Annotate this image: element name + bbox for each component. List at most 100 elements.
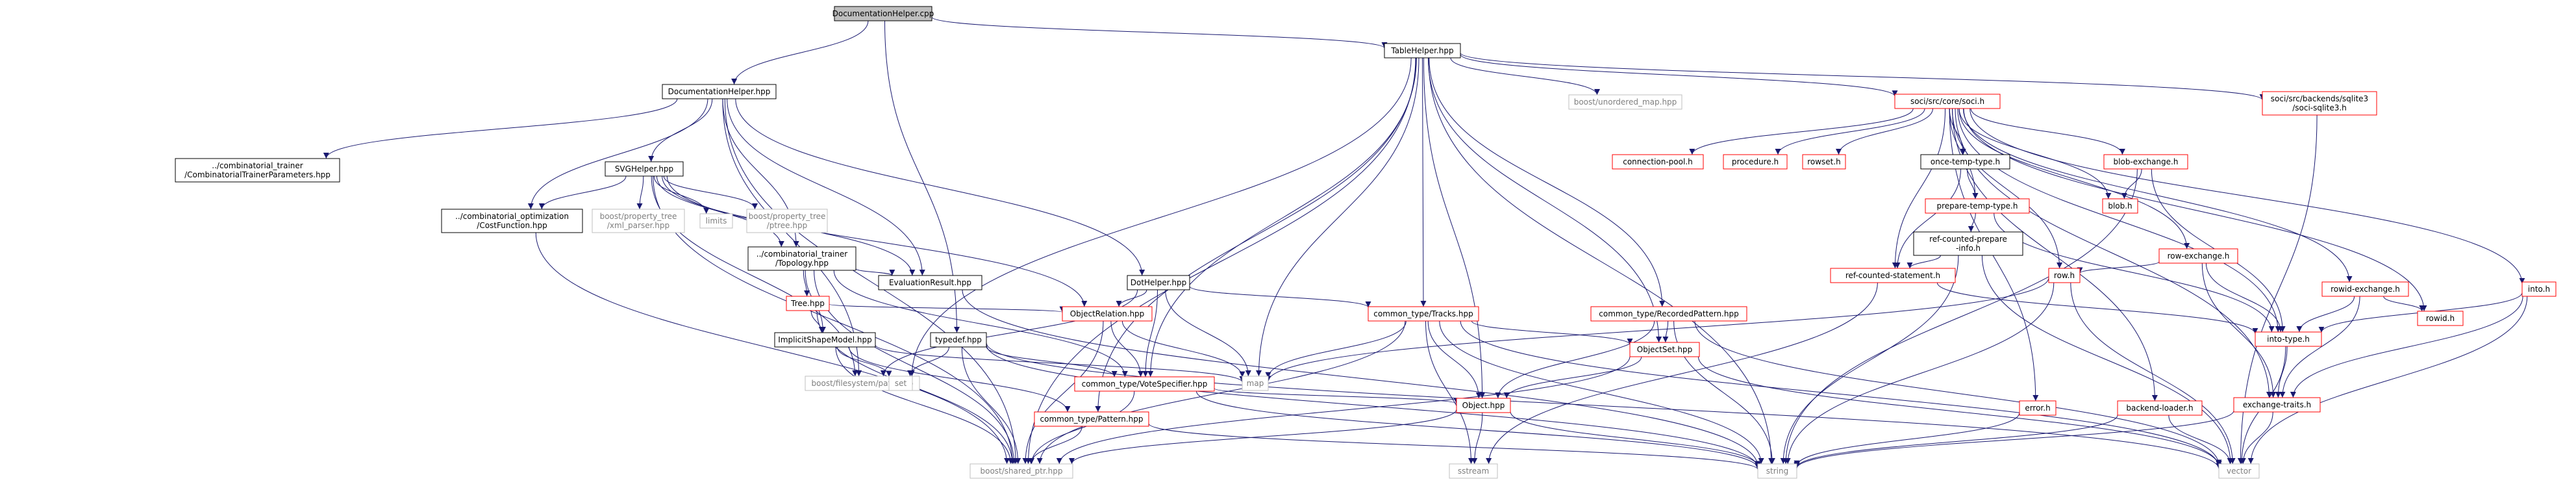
node-tracks[interactable]: common_type/Tracks.hpp bbox=[1368, 306, 1479, 322]
node-label: /Topology.hpp bbox=[775, 259, 829, 268]
node-label: ref-counted-statement.h bbox=[1845, 271, 1940, 280]
edge-object-to-sstream bbox=[1471, 412, 1483, 465]
node-tree[interactable]: Tree.hpp bbox=[786, 296, 830, 311]
edge-typedef-to-shptr bbox=[961, 346, 1021, 465]
node-label: common_type/VoteSpecifier.hpp bbox=[1082, 379, 1208, 389]
edge-blobex-to-string bbox=[1782, 168, 2138, 465]
edge-recpat-to-object bbox=[1495, 320, 1655, 399]
node-box bbox=[930, 332, 987, 348]
node-prep[interactable]: prepare-temp-type.h bbox=[1925, 198, 2030, 214]
edge-tree-to-ism bbox=[810, 310, 825, 333]
edge-typedef-to-vector bbox=[986, 342, 2222, 469]
node-box bbox=[786, 296, 830, 311]
node-objset[interactable]: ObjectSet.hpp bbox=[1629, 342, 1700, 357]
node-label: into-type.h bbox=[2267, 335, 2310, 344]
node-proc[interactable]: procedure.h bbox=[1723, 154, 1788, 170]
node-label: rowid.h bbox=[2426, 314, 2455, 323]
node-box bbox=[2019, 400, 2057, 416]
node-svg[interactable]: SVGHelper.hpp bbox=[605, 161, 684, 177]
node-dh_cpp[interactable]: DocumentationHelper.cpp bbox=[832, 6, 934, 21]
edge-table-to-shptr bbox=[1025, 57, 1416, 465]
node-object[interactable]: Object.hpp bbox=[1456, 398, 1511, 413]
edge-dh_hpp-to-evalr bbox=[727, 98, 925, 276]
node-sstream: sstream bbox=[1449, 463, 1498, 479]
node-box bbox=[1368, 306, 1479, 322]
node-connpool[interactable]: connection-pool.h bbox=[1612, 154, 1704, 170]
node-refprep[interactable]: ref-counted-prepare-info.h bbox=[1913, 231, 2023, 256]
node-objrel[interactable]: ObjectRelation.hpp bbox=[1062, 306, 1153, 322]
node-label: Tree.hpp bbox=[790, 299, 825, 308]
node-topo[interactable]: ../combinatorial_trainer/Topology.hpp bbox=[747, 246, 857, 271]
node-box bbox=[878, 275, 982, 290]
node-box bbox=[1127, 275, 1190, 290]
edge-objrel-to-map bbox=[1121, 320, 1245, 377]
node-table[interactable]: TableHelper.hpp bbox=[1384, 43, 1461, 58]
node-label: EvaluationResult.hpp bbox=[889, 278, 971, 287]
node-refstmt[interactable]: ref-counted-statement.h bbox=[1830, 268, 1956, 283]
edge-once-to-refstmt bbox=[1894, 168, 1961, 269]
edge-dot-to-map bbox=[1165, 289, 1251, 377]
edge-soci-to-once bbox=[1949, 108, 1966, 155]
node-label: /soci-sqlite3.h bbox=[2292, 103, 2347, 112]
node-box bbox=[2233, 397, 2321, 413]
node-ism[interactable]: ImplicitShapeModel.hpp bbox=[774, 332, 876, 348]
node-recpat[interactable]: common_type/RecordedPattern.hpp bbox=[1590, 306, 1747, 322]
node-box bbox=[2255, 331, 2322, 347]
edge-evalr-to-string bbox=[962, 289, 1761, 467]
node-error[interactable]: error.h bbox=[2019, 400, 2057, 416]
edge-soci-to-rowid bbox=[1963, 108, 2427, 312]
node-extraits[interactable]: exchange-traits.h bbox=[2233, 397, 2321, 413]
node-intotype[interactable]: into-type.h bbox=[2255, 331, 2322, 347]
node-blob[interactable]: blob.h bbox=[2102, 198, 2138, 214]
edge-soci-to-rowex bbox=[1958, 108, 2190, 250]
node-box bbox=[1894, 94, 2001, 109]
node-ctp[interactable]: ../combinatorial_trainer/CombinatorialTr… bbox=[175, 158, 340, 183]
node-dot[interactable]: DotHelper.hpp bbox=[1127, 275, 1190, 290]
node-soci[interactable]: soci/src/core/soci.h bbox=[1894, 94, 2001, 109]
edge-extraits-to-vector bbox=[2240, 411, 2273, 465]
node-evalr[interactable]: EvaluationResult.hpp bbox=[878, 275, 982, 290]
node-rowex[interactable]: row-exchange.h bbox=[2158, 248, 2238, 264]
edge-table-to-set bbox=[908, 57, 1412, 377]
node-once[interactable]: once-temp-type.h bbox=[1920, 154, 2010, 170]
edge-table-to-object bbox=[1423, 57, 1486, 399]
node-pattern[interactable]: common_type/Pattern.hpp bbox=[1034, 411, 1149, 427]
edge-rowidex-to-intotype bbox=[2296, 296, 2355, 333]
edge-tracks-to-string bbox=[1439, 320, 1764, 465]
node-box bbox=[2048, 268, 2081, 283]
node-typedef[interactable]: typedef.hpp bbox=[930, 332, 987, 348]
edge-blobex-to-blob bbox=[2121, 168, 2142, 199]
edge-soci-to-rowset bbox=[1836, 108, 1933, 155]
nodes-layer: DocumentationHelper.cppDocumentationHelp… bbox=[175, 6, 2557, 479]
node-box bbox=[1074, 376, 1215, 392]
node-sqlite[interactable]: soci/src/backends/sqlite3/soci-sqlite3.h bbox=[2262, 91, 2377, 116]
node-rowset[interactable]: rowset.h bbox=[1802, 154, 1846, 170]
node-label: ref-counted-prepare bbox=[1929, 235, 2007, 244]
node-rowidex[interactable]: rowid-exchange.h bbox=[2321, 281, 2409, 297]
edge-dh_hpp-to-shptr bbox=[724, 98, 1019, 465]
edge-vote-to-object bbox=[1214, 388, 1460, 404]
edge-tracks-to-shptr bbox=[1036, 320, 1406, 465]
node-rowid[interactable]: rowid.h bbox=[2417, 311, 2464, 326]
node-costf[interactable]: ../combinatorial_optimization/CostFuncti… bbox=[441, 209, 583, 233]
node-label: rowid-exchange.h bbox=[2331, 285, 2400, 294]
edge-soci-to-rowidex bbox=[1963, 108, 2353, 283]
node-label: ImplicitShapeModel.hpp bbox=[778, 335, 871, 344]
node-vote[interactable]: common_type/VoteSpecifier.hpp bbox=[1074, 376, 1215, 392]
edge-soci-to-proc bbox=[1775, 108, 1925, 155]
node-label: procedure.h bbox=[1732, 157, 1779, 166]
node-dh_hpp[interactable]: DocumentationHelper.hpp bbox=[662, 84, 777, 99]
edge-dot-to-vote bbox=[1142, 289, 1158, 377]
edge-table-to-vote bbox=[1147, 57, 1417, 377]
edge-dh_hpp-to-fspath bbox=[722, 98, 862, 377]
node-backend[interactable]: backend-loader.h bbox=[2117, 400, 2203, 416]
edge-pattern-to-string bbox=[1148, 423, 1761, 470]
edge-table-to-tracks bbox=[1420, 57, 1427, 307]
node-row[interactable]: row.h bbox=[2048, 268, 2081, 283]
node-into[interactable]: into.h bbox=[2521, 281, 2557, 297]
edge-into-to-extraits bbox=[2290, 296, 2523, 398]
node-blobex[interactable]: blob-exchange.h bbox=[2103, 154, 2188, 170]
edge-dh_hpp-to-ctp bbox=[323, 98, 678, 159]
edge-tracks-to-vector bbox=[1460, 320, 2222, 468]
edge-ism-to-map bbox=[875, 344, 1245, 383]
